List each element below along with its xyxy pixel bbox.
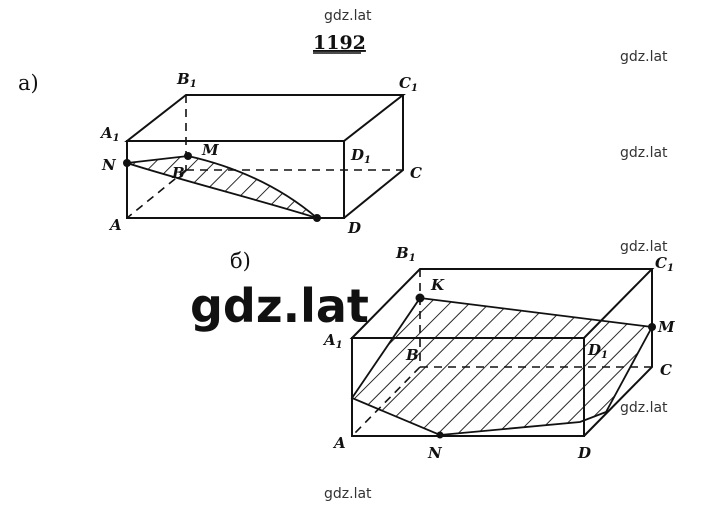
figure-a: а) B1 C1 A1 D1 N M B C A D	[18, 70, 422, 237]
a-label-b: B	[171, 164, 185, 182]
a-label-c: C	[410, 164, 422, 182]
b-section	[350, 297, 654, 436]
figure-b: б) B1 C1 K M A1 B D1 C A N D	[230, 244, 675, 462]
b-label-c: C	[660, 361, 672, 379]
b-label-c1: C1	[655, 254, 674, 274]
b-label-d1: D1	[587, 341, 608, 361]
a-top-face	[124, 94, 406, 142]
part-b-label: б)	[230, 249, 251, 273]
watermark-right-3: gdz.lat	[620, 239, 668, 255]
watermark-bottom: gdz.lat	[324, 486, 372, 502]
b-label-b1: B1	[395, 244, 416, 264]
a-right-edges	[343, 95, 404, 219]
a-label-b1: B1	[176, 70, 197, 90]
b-label-a: A	[332, 434, 346, 452]
a-edge-ab	[126, 169, 187, 219]
b-label-b: B	[405, 346, 419, 364]
b-label-d: D	[577, 444, 591, 462]
watermark-right-1: gdz.lat	[620, 49, 668, 65]
a-label-a: A	[108, 216, 122, 234]
watermark-top: gdz.lat	[324, 8, 372, 24]
a-label-d1: D1	[350, 146, 371, 166]
b-label-a1: A1	[322, 331, 343, 351]
a-label-c1: C1	[399, 74, 418, 94]
a-label-d: D	[347, 219, 361, 237]
watermark-right-4: gdz.lat	[620, 400, 668, 416]
watermark-large: gdz.lat	[190, 279, 369, 333]
b-point-m	[648, 323, 656, 331]
b-front-face	[351, 337, 585, 437]
b-right-edges	[583, 269, 653, 437]
a-label-a1: A1	[99, 124, 120, 144]
b-point-n	[436, 431, 444, 439]
b-point-k	[415, 293, 425, 303]
b-label-n: N	[427, 444, 443, 462]
a-point-d	[313, 214, 321, 222]
a-point-n	[123, 159, 131, 167]
a-front-face	[126, 140, 345, 219]
a-label-n: N	[101, 156, 117, 174]
a-label-m: M	[201, 141, 219, 159]
b-label-m: M	[657, 318, 675, 336]
b-label-k: K	[430, 276, 445, 294]
problem-number: 1192	[313, 32, 366, 54]
a-point-m	[184, 152, 192, 160]
part-a-label: а)	[18, 71, 39, 95]
a-section	[126, 155, 318, 219]
watermark-right-2: gdz.lat	[620, 145, 668, 161]
